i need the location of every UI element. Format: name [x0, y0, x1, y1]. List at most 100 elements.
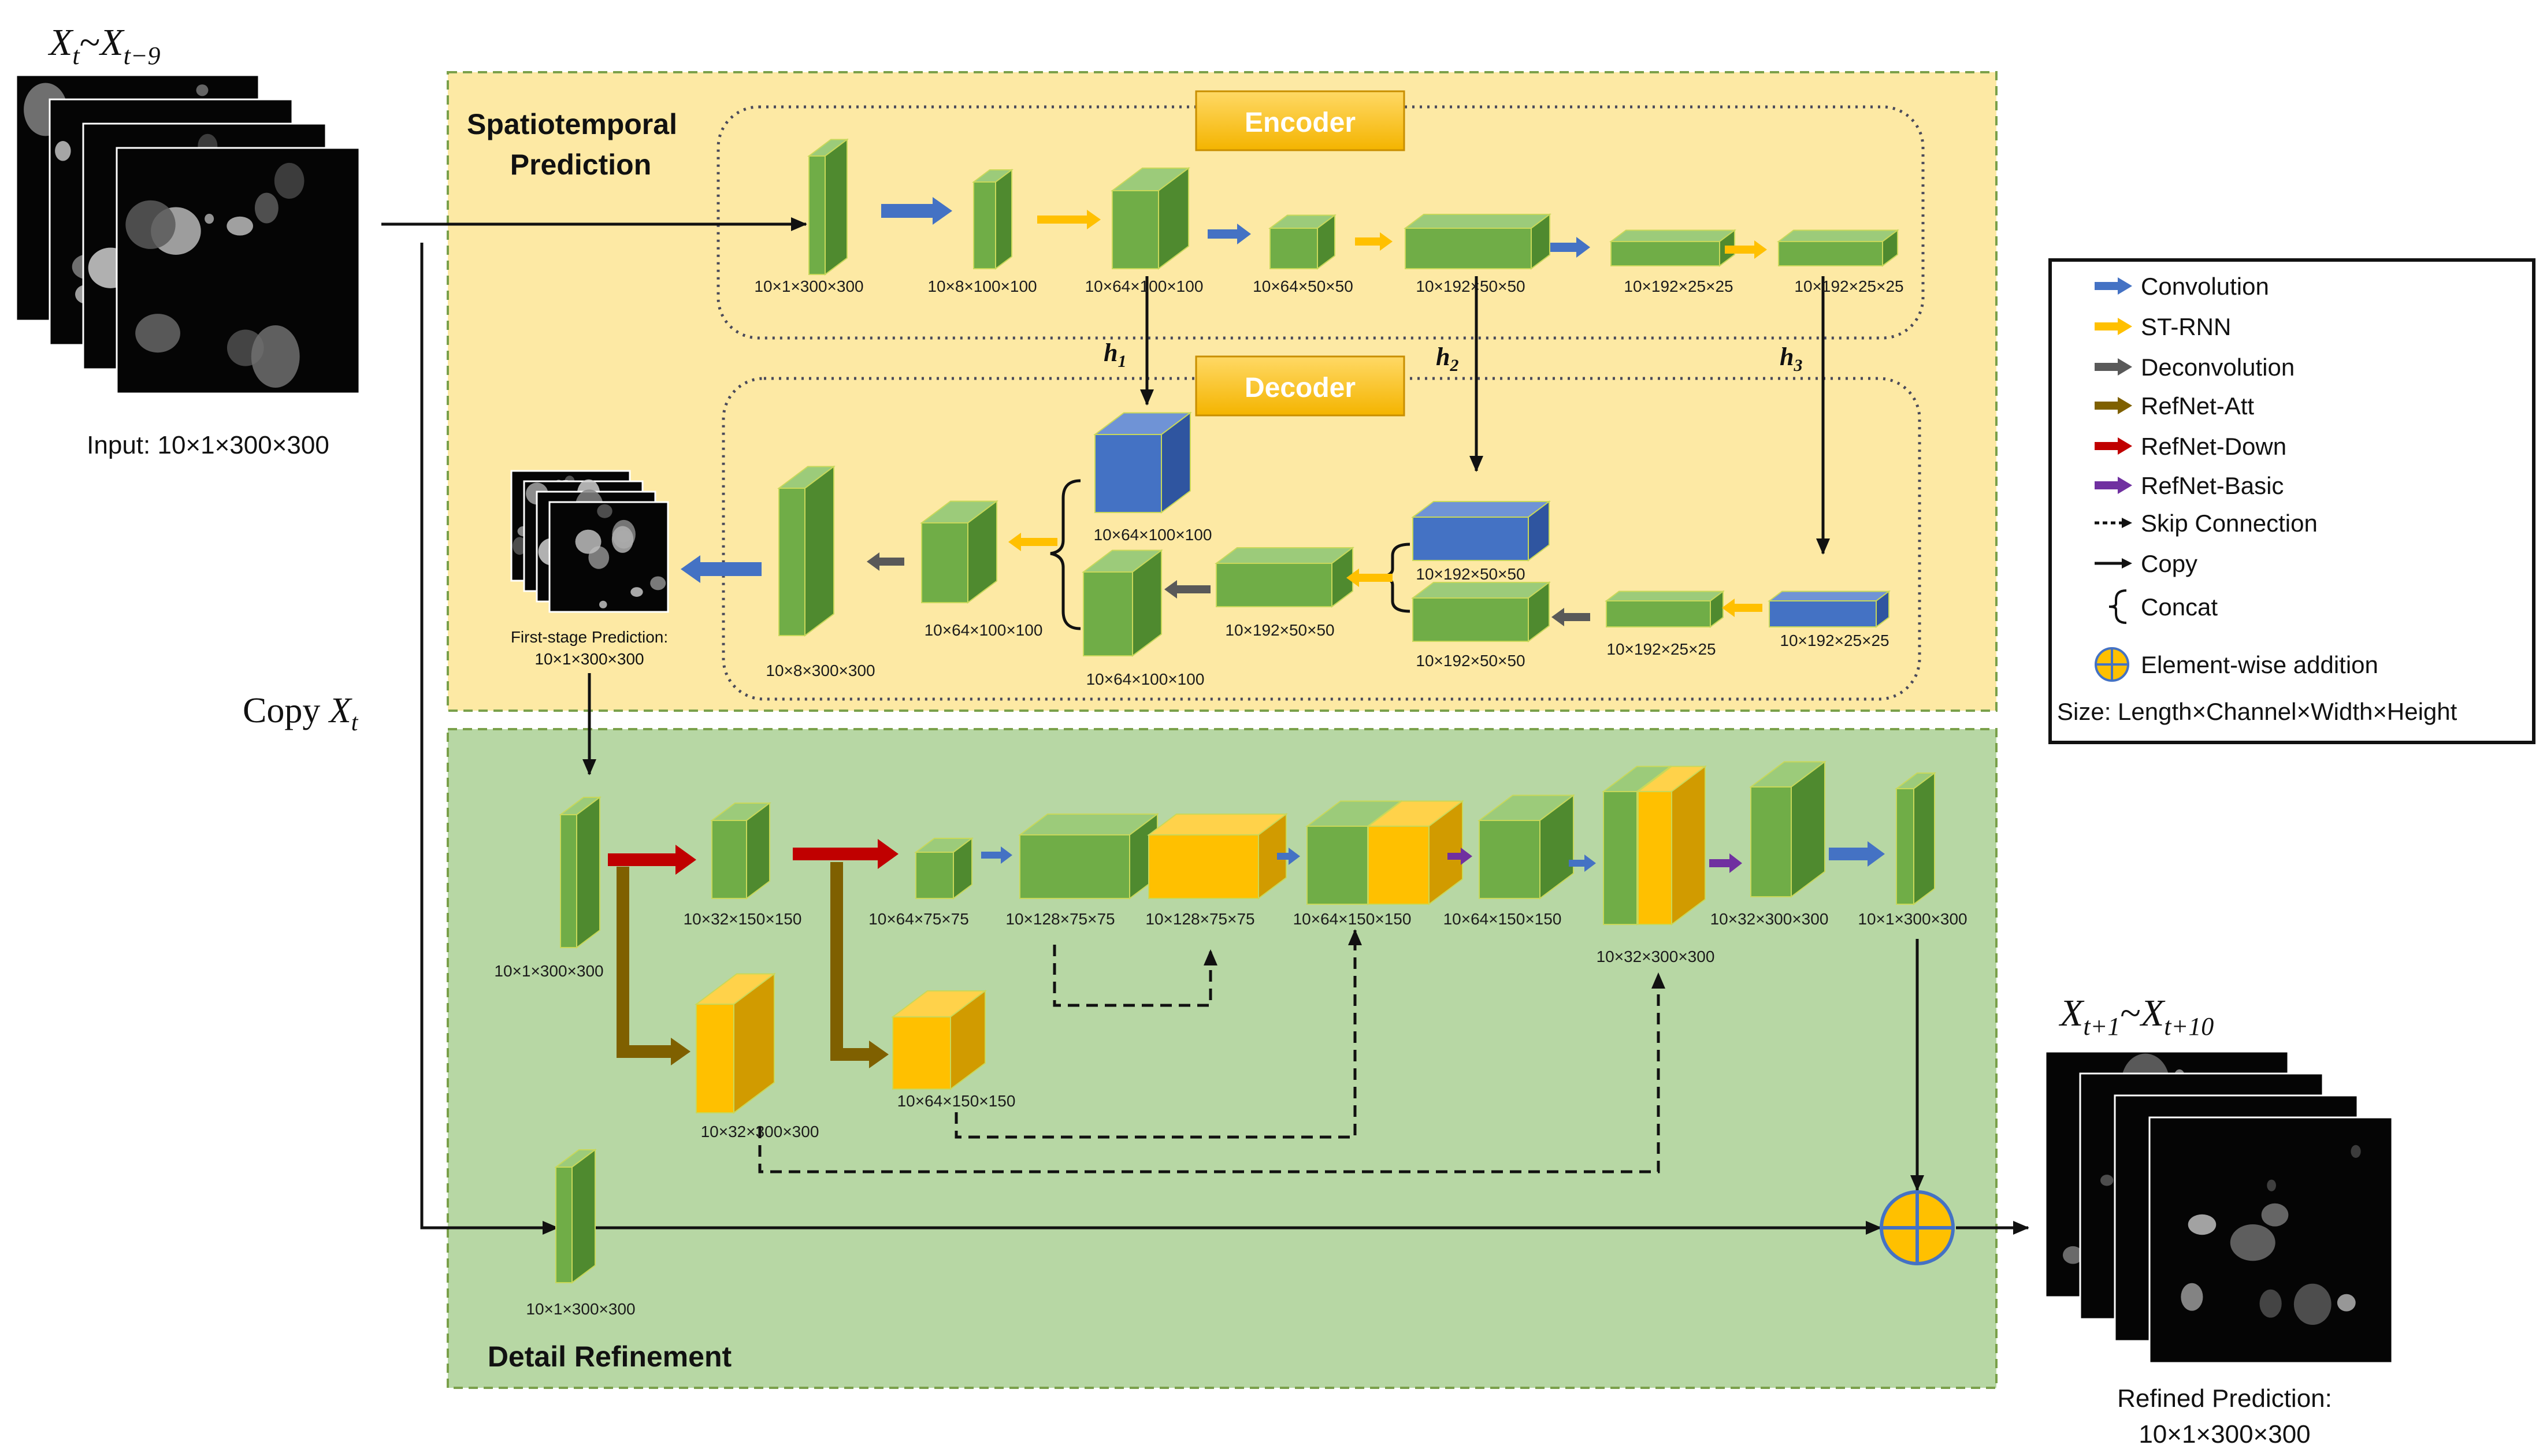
- refine-dim-att1: 10×32×300×300: [701, 1123, 819, 1141]
- legend-label: Copy: [2141, 550, 2197, 577]
- legend-size-note: Size: Length×Channel×Width×Height: [2057, 698, 2457, 725]
- output-label-line1: Refined Prediction:: [2117, 1384, 2332, 1413]
- first-stage-frame-stack: [510, 470, 669, 613]
- legend-label: Element-wise addition: [2141, 651, 2378, 678]
- brown-arrow-icon: [2095, 397, 2132, 414]
- legend-item: RefNet-Down: [2095, 433, 2286, 460]
- refine-layer-1: [559, 796, 602, 949]
- refine-dim-8: 10×32×300×300: [1597, 948, 1715, 965]
- red-arrow-icon: [2095, 437, 2132, 455]
- refnet-down-arrow: [608, 845, 696, 875]
- skip-connection-2: [955, 929, 1362, 1139]
- decoder-dim-64-mid: 10×64×100×100: [925, 621, 1043, 639]
- output-frame-stack: [2044, 1050, 2393, 1364]
- encoder-dim-7: 10×192×25×25: [1794, 277, 1903, 295]
- deconv-arrow: [867, 552, 904, 571]
- strnn-arrow: [1346, 569, 1393, 587]
- decoder-title-bar: [1195, 355, 1405, 417]
- refine-layer-2: [710, 802, 771, 900]
- refine-layer-8: [1477, 794, 1575, 900]
- decoder-dim-192-blue: 10×192×50×50: [1416, 565, 1525, 583]
- refine-dim-3: 10×64×75×75: [868, 910, 969, 928]
- skip-connection-3: [758, 972, 1665, 1173]
- legend-item: Concat: [2108, 589, 2218, 624]
- copy-skip-line: [420, 243, 559, 1235]
- conv-arrow: [1208, 224, 1251, 244]
- legend-box: [2048, 258, 2535, 744]
- legend-item: Convolution: [2095, 273, 2269, 300]
- decoder-layer-50-mid: [1215, 547, 1354, 608]
- refine-dim-att2: 10×64×150×150: [897, 1092, 1016, 1110]
- conv-arrow: [881, 197, 952, 225]
- plus-circle-icon: [2095, 647, 2129, 682]
- refine-layer-12: [1895, 772, 1936, 905]
- legend: ConvolutionST-RNNDeconvolutionRefNet-Att…: [2095, 273, 2378, 682]
- encoder-layer-7: [1777, 229, 1899, 267]
- strnn-arrow: [1037, 210, 1101, 229]
- h2-label: h2: [1436, 343, 1458, 375]
- legend-item: Deconvolution: [2095, 354, 2295, 381]
- decoder-layer-64-top: [920, 500, 998, 604]
- output-frame: [2148, 1116, 2393, 1364]
- detail-refinement-title: Detail Refinement: [488, 1340, 732, 1373]
- legend-label: Deconvolution: [2141, 354, 2295, 381]
- strnn-arrow: [1008, 533, 1057, 551]
- concat-brace-1: [1050, 479, 1081, 630]
- refnet-att-arrow: [830, 862, 889, 1068]
- encoder-dim-1: 10×1×300×300: [754, 277, 863, 295]
- decoder-dim-25b: 10×192×25×25: [1780, 632, 1889, 649]
- spatiotemporal-title-line2: Prediction: [510, 148, 651, 181]
- input-frame-stack: [15, 74, 361, 395]
- spatiotemporal-title: Spatiotemporal: [467, 108, 677, 140]
- strnn-arrow: [1355, 232, 1393, 251]
- refine-dim-2: 10×32×150×150: [684, 910, 802, 928]
- first-stage-label-line1: First-stage Prediction:: [511, 628, 668, 646]
- output-label-line2: 10×1×300×300: [2139, 1420, 2310, 1448]
- decoder-layer-64-bot: [1082, 549, 1163, 657]
- conv-arrow: [1569, 855, 1596, 872]
- encoder-dim-4: 10×64×50×50: [1253, 277, 1353, 295]
- encoder-layer-1: [807, 138, 849, 276]
- refine-dim-4: 10×128×75×75: [1005, 910, 1115, 928]
- legend-item: Element-wise addition: [2095, 647, 2378, 682]
- deconv-arrow: [1164, 580, 1211, 599]
- encoder-box: [717, 105, 1925, 340]
- refine-layer-7: [1367, 800, 1464, 905]
- decoder-dim-192-mid: 10×192×50×50: [1225, 621, 1334, 639]
- yellow-arrow-icon: [2095, 318, 2132, 335]
- refine-dim-9: 10×32×300×300: [1710, 910, 1829, 928]
- encoder-layer-6: [1609, 229, 1736, 267]
- first-stage-frame: [548, 501, 669, 613]
- decoder-dim-64-top: 10×64×100×100: [1094, 526, 1212, 544]
- conv-arrow: [1277, 848, 1300, 865]
- first-stage-label-line2: 10×1×300×300: [534, 650, 644, 668]
- refine-layer-10: [1636, 765, 1707, 926]
- refnet-att-arrow: [617, 867, 690, 1065]
- encoder-dim-6: 10×192×25×25: [1624, 277, 1733, 295]
- copy-label: Copy Xt: [243, 691, 359, 736]
- legend-item: RefNet-Basic: [2095, 472, 2284, 499]
- refnet-basic-arrow: [1447, 848, 1472, 865]
- strnn-arrow: [1722, 599, 1762, 617]
- encoder-layer-2: [972, 169, 1014, 270]
- refine-dim-6: 10×64×150×150: [1293, 910, 1412, 928]
- encoder-dim-3: 10×64×100×100: [1085, 277, 1204, 295]
- operation-arrows: [608, 197, 1885, 1068]
- refine-dim-7: 10×64×150×150: [1443, 910, 1562, 928]
- encoder-title-bar: [1195, 90, 1405, 151]
- decoder-dim-8: 10×8×300×300: [766, 662, 875, 679]
- refine-dim-copy: 10×1×300×300: [526, 1300, 635, 1318]
- decoder-layer-25: [1605, 590, 1725, 628]
- refine-layer-4: [1018, 813, 1159, 900]
- refine-dim-10: 10×1×300×300: [1858, 910, 1967, 928]
- encoder-dim-5: 10×192×50×50: [1416, 277, 1525, 295]
- refine-dim-1: 10×1×300×300: [494, 962, 603, 980]
- skip-connections: [758, 929, 1665, 1173]
- legend-label: RefNet-Down: [2141, 433, 2286, 460]
- refine-layer-5: [1147, 813, 1288, 900]
- refine-att-1: [695, 972, 776, 1114]
- gray-arrow-icon: [2095, 358, 2132, 376]
- decoder-layer-8: [777, 465, 836, 637]
- deconv-arrow: [1551, 608, 1590, 626]
